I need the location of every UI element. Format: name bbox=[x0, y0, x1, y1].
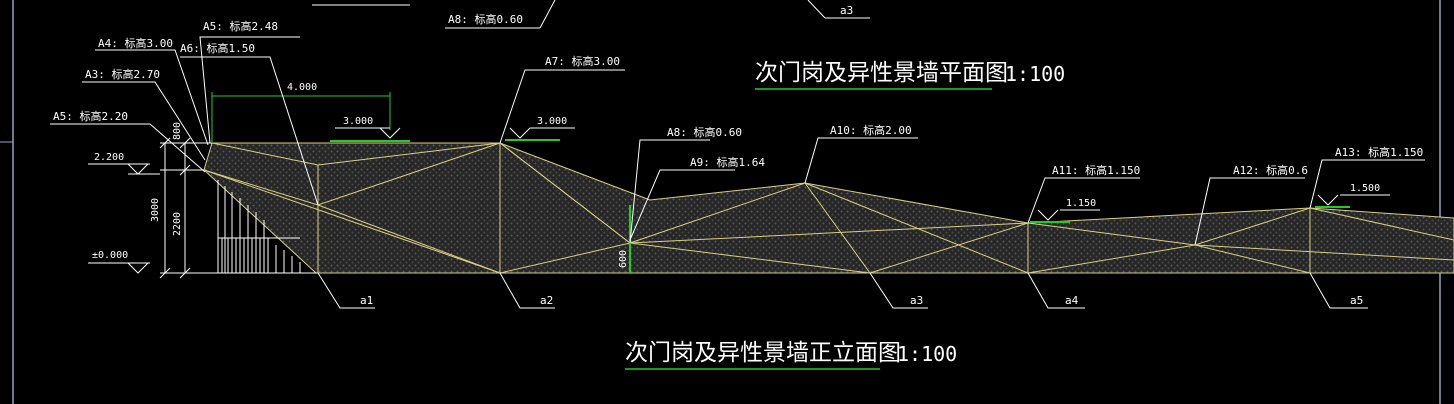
bottom-label-a3: a3 bbox=[910, 294, 923, 307]
gatehouse-elevation bbox=[212, 180, 318, 274]
label-a5: A5: 标高2.20 bbox=[53, 109, 128, 123]
dim-4000: 4.000 bbox=[287, 82, 317, 93]
top-label-a8: A8: 标高0.60 bbox=[448, 12, 523, 26]
elevation-marker-2200: 2.200 bbox=[88, 152, 160, 175]
landscape-wall-body bbox=[203, 142, 1454, 274]
label-a7: A7: 标高3.00 bbox=[545, 54, 620, 68]
label-a8: A8: 标高0.60 bbox=[667, 125, 742, 139]
elevation-marker-3000-right: 3.000 bbox=[505, 116, 575, 141]
elevation-marker-1150: 1.150 bbox=[1030, 198, 1100, 223]
elevation-marker-0000: ±0.000 bbox=[88, 250, 150, 274]
svg-text:3.000: 3.000 bbox=[537, 116, 567, 127]
elevation-title: 次门岗及异性景墙正立面图 bbox=[625, 340, 901, 366]
dim-2200: 2200 bbox=[172, 212, 183, 236]
dim-600: 600 bbox=[618, 250, 629, 268]
bottom-label-a1: a1 bbox=[360, 294, 373, 307]
elevation-marker-1500: 1.500 bbox=[1315, 183, 1390, 208]
dim-4000-line: 4.000 bbox=[211, 82, 391, 143]
bottom-label-a4: a4 bbox=[1065, 294, 1079, 307]
label-a12: A12: 标高0.6 bbox=[1233, 163, 1308, 177]
svg-text:1.500: 1.500 bbox=[1350, 183, 1380, 194]
leader-lines bbox=[50, 36, 1425, 309]
label-a10: A10: 标高2.00 bbox=[830, 123, 912, 137]
plan-title: 次门岗及异性景墙平面图 bbox=[755, 60, 1008, 86]
top-label-a3: a3 bbox=[840, 4, 853, 17]
bottom-label-a2: a2 bbox=[540, 294, 553, 307]
left-dimension-lines bbox=[159, 137, 212, 279]
label-a3: A3: 标高2.70 bbox=[85, 67, 160, 81]
plan-scale: 1:100 bbox=[1005, 62, 1065, 86]
label-a4: A4: 标高3.00 bbox=[98, 36, 173, 50]
svg-text:±0.000: ±0.000 bbox=[92, 250, 128, 261]
label-a5-top: A5: 标高2.48 bbox=[203, 19, 278, 33]
bottom-label-a5: a5 bbox=[1350, 294, 1363, 307]
label-a9: A9: 标高1.64 bbox=[690, 155, 765, 169]
top-fragments: A8: 标高0.60 a3 bbox=[312, 0, 870, 29]
svg-text:3.000: 3.000 bbox=[343, 116, 373, 127]
label-a13: A13: 标高1.150 bbox=[1335, 145, 1423, 159]
elevation-scale: 1:100 bbox=[897, 342, 957, 366]
dim-3000: 3000 bbox=[150, 198, 161, 222]
svg-text:2.200: 2.200 bbox=[94, 152, 124, 163]
label-a11: A11: 标高1.150 bbox=[1052, 163, 1140, 177]
elevation-marker-3000-left: 3.000 bbox=[330, 116, 410, 142]
svg-text:1.150: 1.150 bbox=[1066, 198, 1096, 209]
dim-800: 800 bbox=[172, 122, 183, 140]
label-a6: A6: 标高1.50 bbox=[180, 41, 255, 55]
